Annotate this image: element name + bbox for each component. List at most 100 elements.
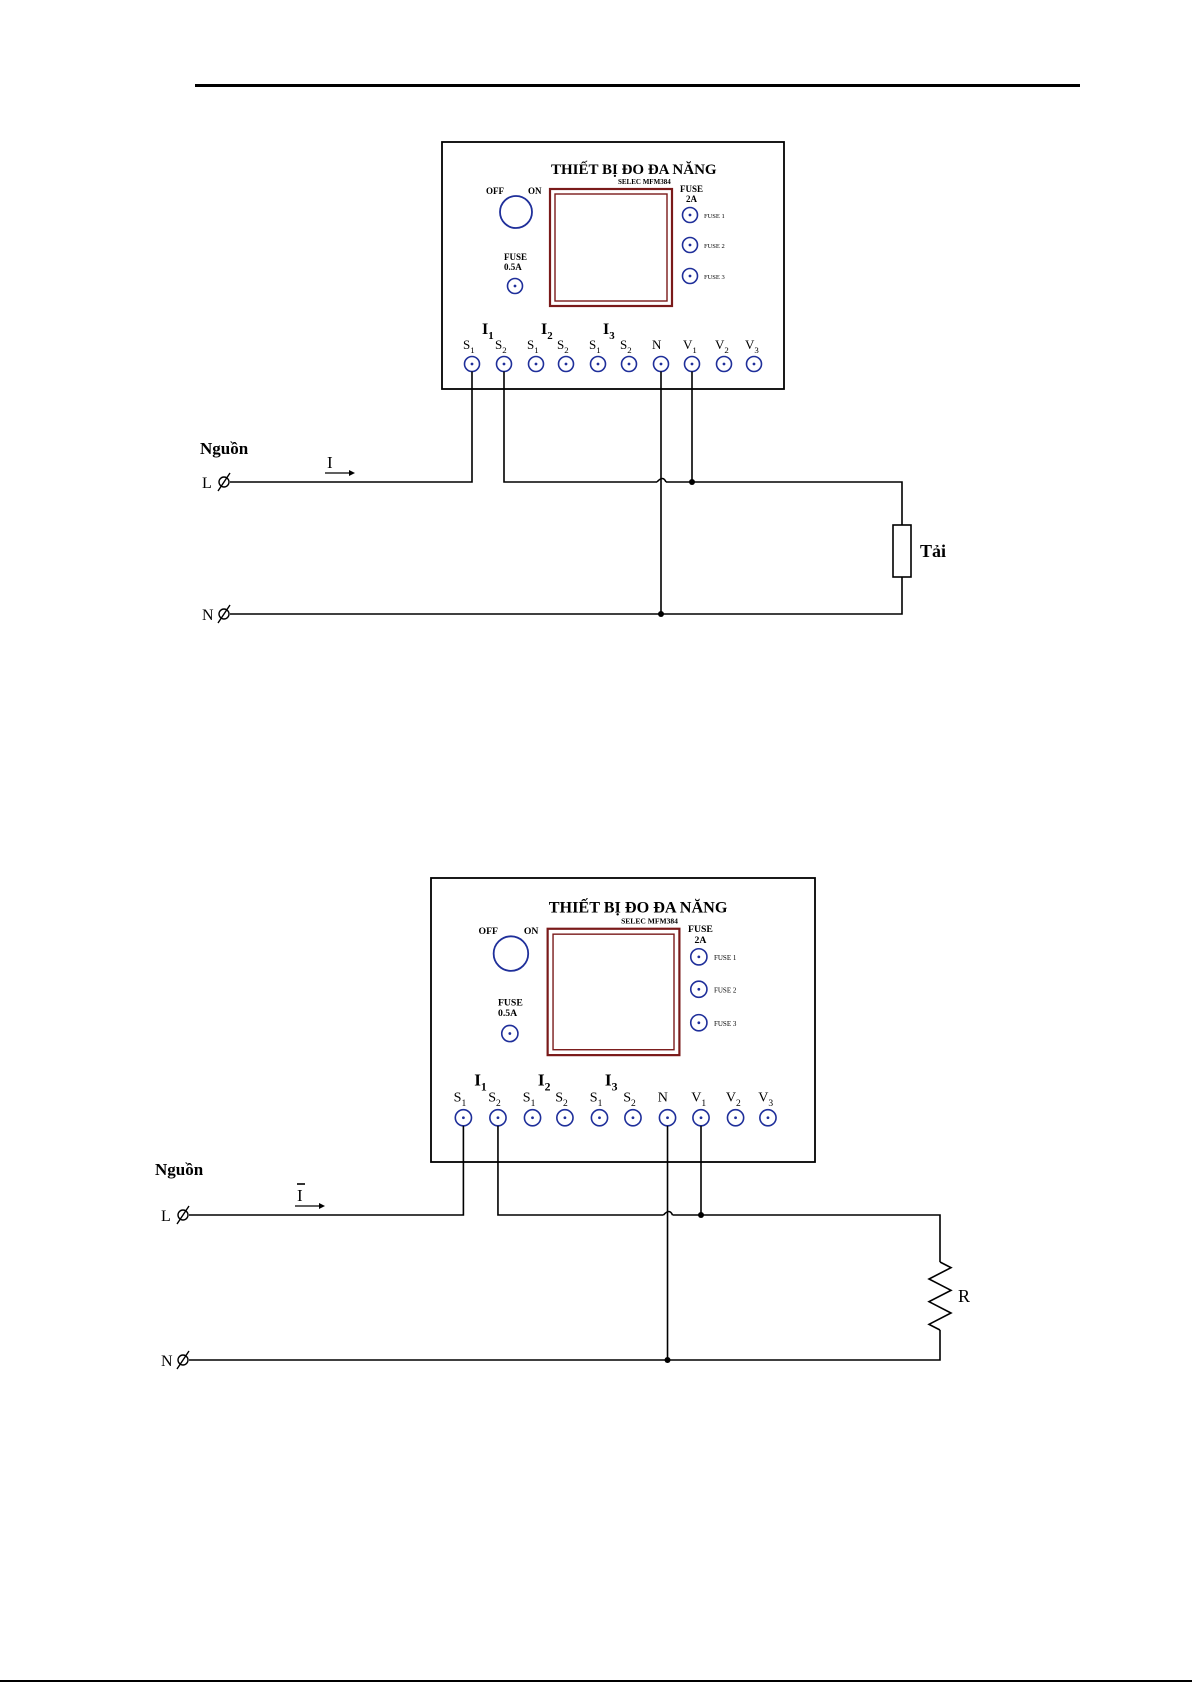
fuse-holder-2-dot	[697, 988, 700, 991]
meter-title: THIẾT BỊ ĐO ĐA NĂNG	[549, 898, 728, 917]
terminal-label-1-letter: S	[463, 337, 470, 352]
meter-model: SELEC MFM384	[618, 178, 671, 186]
fuse-holder-1-dot	[689, 214, 692, 217]
current-group-label-3-subscript: 3	[612, 1081, 618, 1094]
terminal-label-6-letter: S	[623, 1090, 631, 1106]
source-label: Nguồn	[155, 1160, 204, 1179]
terminal-label-4-letter: S	[555, 1090, 563, 1106]
neutral-terminal-socket-slash	[177, 1351, 189, 1369]
terminal-label-9-letter: V	[726, 1090, 736, 1106]
terminal-5-dot	[598, 1116, 601, 1119]
terminal-9-dot	[723, 363, 726, 366]
meter-title: THIẾT BỊ ĐO ĐA NĂNG	[551, 161, 717, 178]
fuse-item-label-1: FUSE 1	[714, 954, 737, 962]
terminal-label-6-subscript: 2	[627, 345, 631, 355]
terminal-label-7-letter: N	[652, 337, 662, 352]
line-terminal-socket-slash	[218, 473, 230, 491]
terminal-7-dot	[666, 1116, 669, 1119]
current-arrow-head	[349, 470, 355, 476]
current-group-label-2-subscript: 2	[547, 330, 552, 342]
line-terminal-socket	[218, 473, 230, 491]
terminal-label-2-letter: S	[488, 1090, 496, 1106]
current-group-label-1-subscript: 1	[481, 1081, 487, 1094]
line-terminal-socket-slash	[177, 1206, 189, 1224]
terminal-label-2-subscript: 2	[496, 1098, 501, 1109]
fuse-holder-3-dot	[697, 1021, 700, 1024]
terminal-2-dot	[503, 363, 506, 366]
fuse-item-label-3: FUSE 3	[714, 1020, 737, 1028]
line-terminal-socket	[177, 1206, 189, 1224]
terminal-4-dot	[564, 1116, 567, 1119]
fuse-item-label-3: FUSE 3	[704, 274, 725, 281]
terminal-label-7: N	[658, 1090, 668, 1106]
fuse-bank-label: FUSE	[680, 184, 703, 194]
terminal-label-9-subscript: 2	[724, 345, 728, 355]
load-box-icon	[893, 525, 911, 577]
switch-on-label: ON	[524, 926, 539, 937]
terminal-label-4-letter: S	[557, 337, 564, 352]
wire-s2-to-load	[673, 1215, 940, 1262]
footer-rule	[0, 1680, 1192, 1682]
fuse-bank-rating: 2A	[695, 935, 707, 946]
wiring-diagram-2: THIẾT BỊ ĐO ĐA NĂNGSELEC MFM384OFF ON FUSE…	[0, 870, 1192, 1480]
terminal-6-dot	[632, 1116, 635, 1119]
terminal-label-3-subscript: 1	[531, 1098, 536, 1109]
fuse-item-label-2: FUSE 2	[704, 243, 725, 250]
source-label: Nguồn	[200, 439, 249, 458]
terminal-3-dot	[535, 363, 538, 366]
terminal-label-8-subscript: 1	[692, 345, 696, 355]
main-fuse-rating: 0.5A	[504, 262, 522, 272]
terminal-label-7: N	[652, 337, 662, 352]
terminal-label-7-letter: N	[658, 1090, 668, 1106]
meter-model: SELEC MFM384	[621, 916, 678, 925]
main-fuse-rating: 0.5A	[498, 1008, 517, 1019]
terminal-3-dot	[531, 1116, 534, 1119]
terminal-4-dot	[565, 363, 568, 366]
external-circuit: NguồnLNITải	[200, 372, 946, 625]
main-fuse-label: FUSE	[498, 997, 523, 1008]
terminal-8-dot	[700, 1116, 703, 1119]
switch-on-label: ON	[528, 186, 542, 196]
main-fuse-label: FUSE	[504, 252, 527, 262]
fuse-bank-label: FUSE	[688, 924, 713, 935]
wire-neutral-return	[189, 1330, 940, 1360]
terminal-label-1-letter: S	[454, 1090, 462, 1106]
terminal-label-3-letter: S	[527, 337, 534, 352]
terminal-label-5-subscript: 1	[596, 345, 600, 355]
line-terminal-label: L	[161, 1208, 171, 1225]
current-group-label-3-subscript: 3	[609, 330, 615, 342]
wire-line-to-s1	[189, 1126, 463, 1215]
load-label: R	[958, 1286, 970, 1306]
fuse-holder-1-dot	[697, 955, 700, 958]
terminal-6-dot	[628, 363, 631, 366]
load-label: Tải	[920, 541, 946, 561]
neutral-terminal-socket	[218, 605, 230, 623]
terminal-10-dot	[753, 363, 756, 366]
main-fuse-holder-dot	[508, 1032, 511, 1035]
fuse-holder-3-dot	[689, 275, 692, 278]
terminal-label-2-subscript: 2	[502, 345, 506, 355]
terminal-label-1-subscript: 1	[461, 1098, 466, 1109]
header-rule	[195, 84, 1080, 87]
terminal-label-4-subscript: 2	[564, 345, 568, 355]
fuse-item-label-2: FUSE 2	[714, 986, 737, 994]
wire-line-to-s1	[230, 372, 472, 483]
meter-housing	[442, 142, 784, 389]
terminal-label-10-letter: V	[758, 1090, 768, 1106]
line-terminal-label: L	[202, 475, 212, 492]
terminal-label-2-letter: S	[495, 337, 502, 352]
junction-v1	[689, 479, 695, 485]
wire-neutral-return	[230, 577, 902, 614]
terminal-label-6-subscript: 2	[631, 1098, 636, 1109]
terminal-label-10-subscript: 3	[754, 345, 759, 355]
neutral-terminal-label: N	[202, 607, 214, 624]
switch-off-label: OFF	[479, 926, 498, 937]
terminal-label-8-letter: V	[691, 1090, 701, 1106]
neutral-terminal-socket-slash	[218, 605, 230, 623]
terminal-7-dot	[660, 363, 663, 366]
terminal-8-dot	[691, 363, 694, 366]
terminal-label-5-subscript: 1	[598, 1098, 603, 1109]
main-fuse-holder-dot	[514, 285, 517, 288]
terminal-label-5-letter: S	[590, 1090, 598, 1106]
terminal-1-dot	[462, 1116, 465, 1119]
